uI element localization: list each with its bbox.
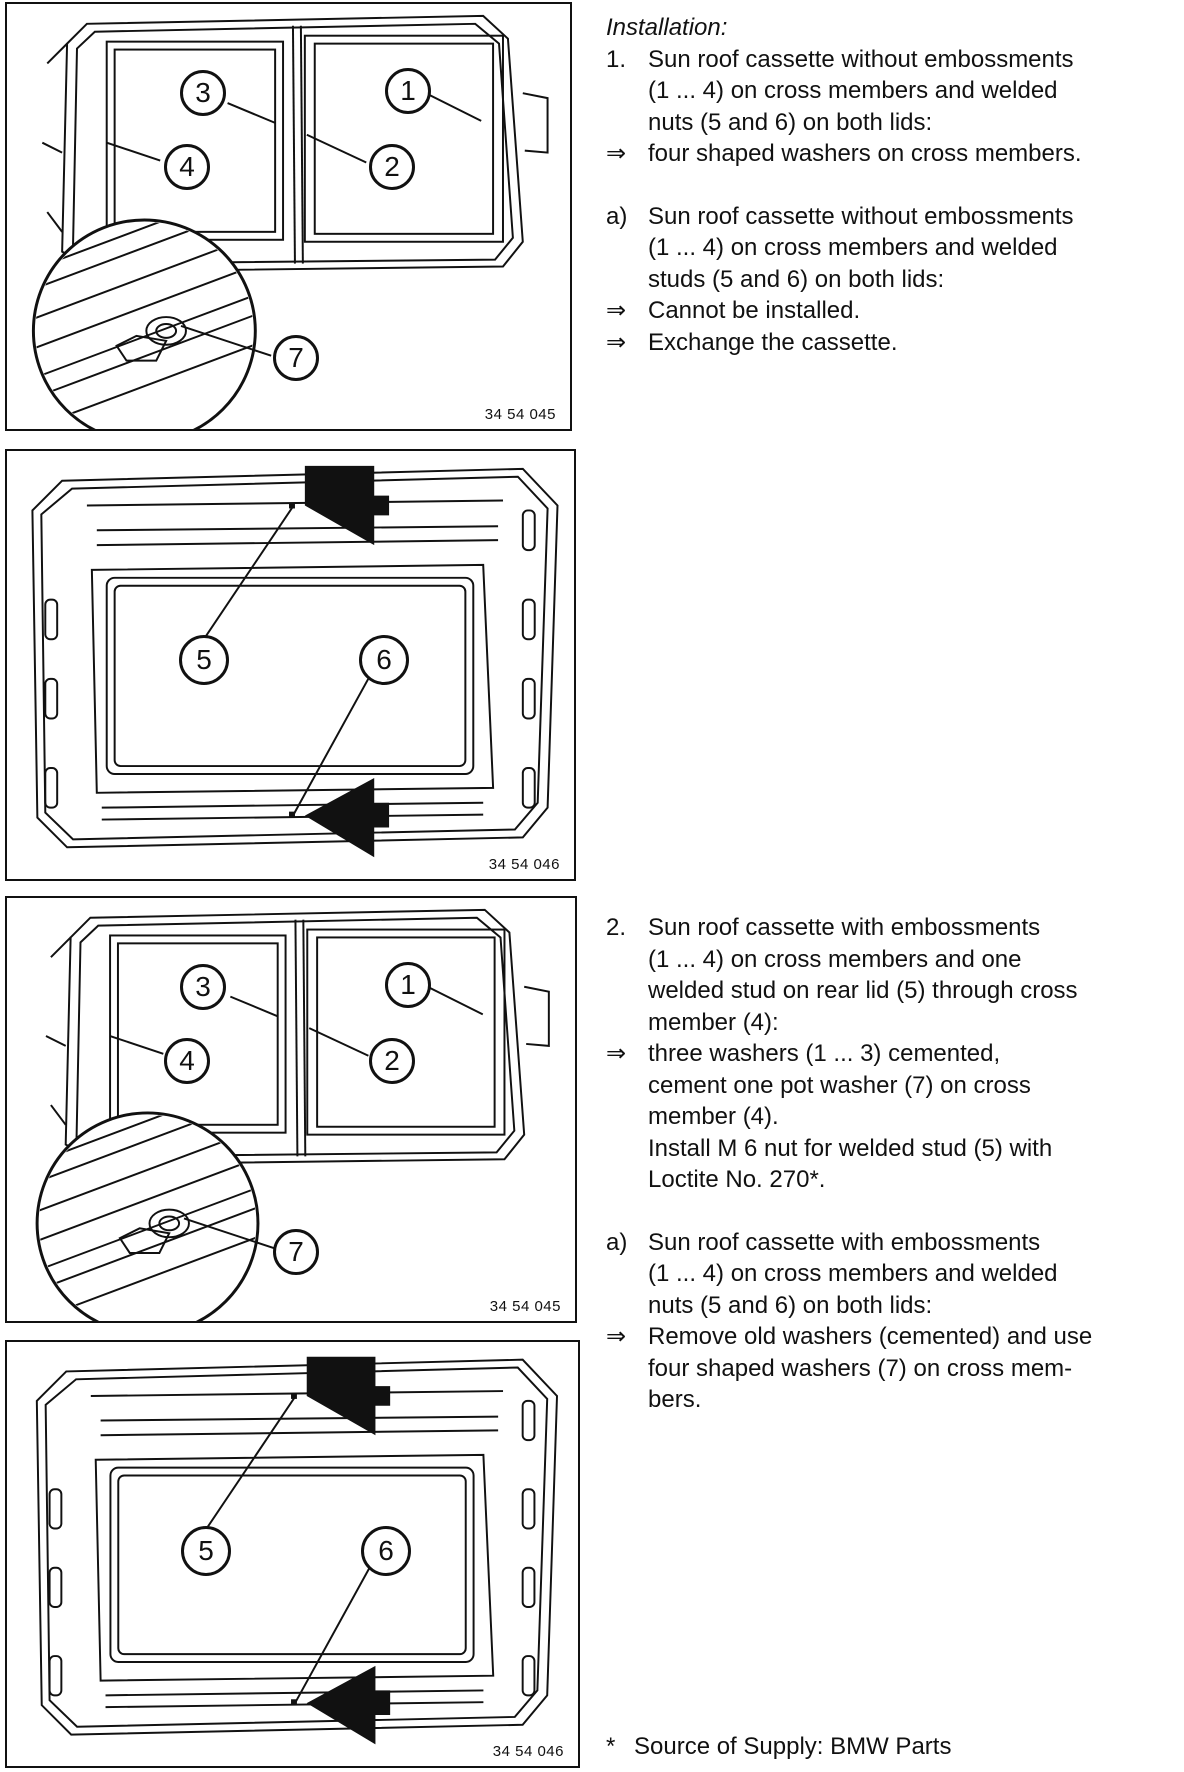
callout-3: 3 (180, 70, 226, 116)
step-2-line: welded stud on rear lid (5) through cros… (648, 977, 1078, 1004)
result-arrow: ⇒ (606, 1323, 627, 1350)
cassette-illustration (31, 14, 549, 429)
result-arrow: ⇒ (606, 140, 627, 167)
step-a-line: a) Sun roof cassette without embossments (606, 201, 1176, 233)
step-2-line: (1 ... 4) on cross members and one (648, 945, 1022, 973)
step-text: Sun roof cassette without embossments (648, 202, 1074, 230)
detail-zoom-circle (31, 218, 257, 429)
result-text: three washers (1 ... 3) cemented, (648, 1040, 1001, 1067)
figure-code: 34 54 046 (492, 1743, 564, 1760)
step-1-result: ⇒ four shaped washers on cross members. (606, 138, 1176, 170)
step-letter: a) (606, 202, 628, 230)
lid-illustration (35, 1356, 559, 1745)
step-a-result: ⇒ Remove old washers (cemented) and use (606, 1321, 1181, 1353)
step-text: Sun roof cassette with embossments (648, 1228, 1041, 1256)
step-a-result-line: four shaped washers (7) on cross mem- (648, 1354, 1073, 1382)
result-arrow: ⇒ (606, 328, 627, 356)
step-2-result-line: Loctite No. 270*. (648, 1166, 826, 1193)
figure-code: 34 54 046 (488, 856, 560, 873)
result-arrow: ⇒ (606, 1040, 627, 1067)
figure-lid-1: 5 6 34 54 046 (5, 449, 576, 881)
step-2-result: ⇒ three washers (1 ... 3) cemented, (606, 1038, 1181, 1070)
section-1-text: Installation: 1. Sun roof cassette witho… (606, 12, 1176, 358)
step-a-result: ⇒ Cannot be installed. (606, 295, 1176, 327)
cassette-illustration (35, 908, 550, 1321)
callout-4: 4 (164, 144, 210, 190)
result-text: Remove old washers (cemented) and use (648, 1323, 1093, 1350)
arrow-top (306, 1356, 391, 1436)
step-1-line: nuts (5 and 6) on both lids: (648, 108, 933, 136)
callout-6: 6 (361, 1526, 411, 1576)
callout-1: 1 (385, 68, 431, 114)
step-letter: a) (606, 1228, 628, 1256)
arrow-bottom (306, 1665, 391, 1745)
callout-7: 7 (273, 1229, 319, 1275)
result-text: Cannot be installed. (648, 297, 861, 324)
step-1-line: (1 ... 4) on cross members and welded (648, 77, 1058, 104)
callout-6: 6 (359, 635, 409, 685)
step-2-line: 2. Sun roof cassette with embossments (606, 912, 1181, 944)
footnote-text: Source of Supply: BMW Parts (634, 1733, 952, 1760)
result-arrow: ⇒ (606, 297, 627, 324)
step-a-result: ⇒ Exchange the cassette. (606, 327, 1176, 359)
step-a-result-line: bers. (648, 1386, 702, 1413)
step-a-line: nuts (5 and 6) on both lids: (648, 1291, 933, 1319)
step-number: 2. (606, 914, 627, 941)
result-text: Exchange the cassette. (648, 328, 898, 356)
step-2-result-line: Install M 6 nut for welded stud (5) with (648, 1134, 1053, 1162)
step-2-result-line: member (4). (648, 1103, 779, 1130)
step-a-line: (1 ... 4) on cross members and welded (648, 234, 1058, 261)
arrow-bottom (304, 777, 390, 858)
lid-illustration (31, 465, 559, 858)
callout-3: 3 (180, 964, 226, 1010)
step-text: Sun roof cassette without embossments (648, 45, 1074, 73)
figure-lid-2: 5 6 34 54 046 (5, 1340, 580, 1768)
callout-5: 5 (179, 635, 229, 685)
step-2-line: member (4): (648, 1008, 779, 1036)
detail-zoom-circle (35, 1111, 260, 1321)
footnote-star: * (606, 1733, 616, 1760)
callout-2: 2 (369, 1038, 415, 1084)
result-text: four shaped washers on cross members. (648, 140, 1082, 167)
figure-code: 34 54 045 (489, 1298, 561, 1315)
step-number: 1. (606, 45, 627, 73)
callout-1: 1 (385, 962, 431, 1008)
figure-cassette-2: 3 4 1 2 7 34 54 045 (5, 896, 577, 1323)
step-text: Sun roof cassette with embossments (648, 914, 1041, 941)
arrow-top (304, 465, 390, 546)
figure-cassette-1: 3 4 1 2 7 34 54 045 (5, 2, 572, 431)
step-a-line: studs (5 and 6) on both lids: (648, 265, 945, 293)
callout-5: 5 (181, 1526, 231, 1576)
section-2-text: 2. Sun roof cassette with embossments (1… (606, 912, 1181, 1416)
callout-7: 7 (273, 335, 319, 381)
step-a-line: a) Sun roof cassette with embossments (606, 1227, 1181, 1259)
callout-4: 4 (164, 1038, 210, 1084)
step-a-line: (1 ... 4) on cross members and welded (648, 1260, 1058, 1287)
step-2-result-line: cement one pot washer (7) on cross (648, 1071, 1031, 1099)
section-heading: Installation: (606, 14, 728, 41)
callout-2: 2 (369, 144, 415, 190)
figure-code: 34 54 045 (484, 406, 556, 423)
footnote: * Source of Supply: BMW Parts (606, 1733, 951, 1761)
step-1-line: 1. Sun roof cassette without embossments (606, 44, 1176, 76)
